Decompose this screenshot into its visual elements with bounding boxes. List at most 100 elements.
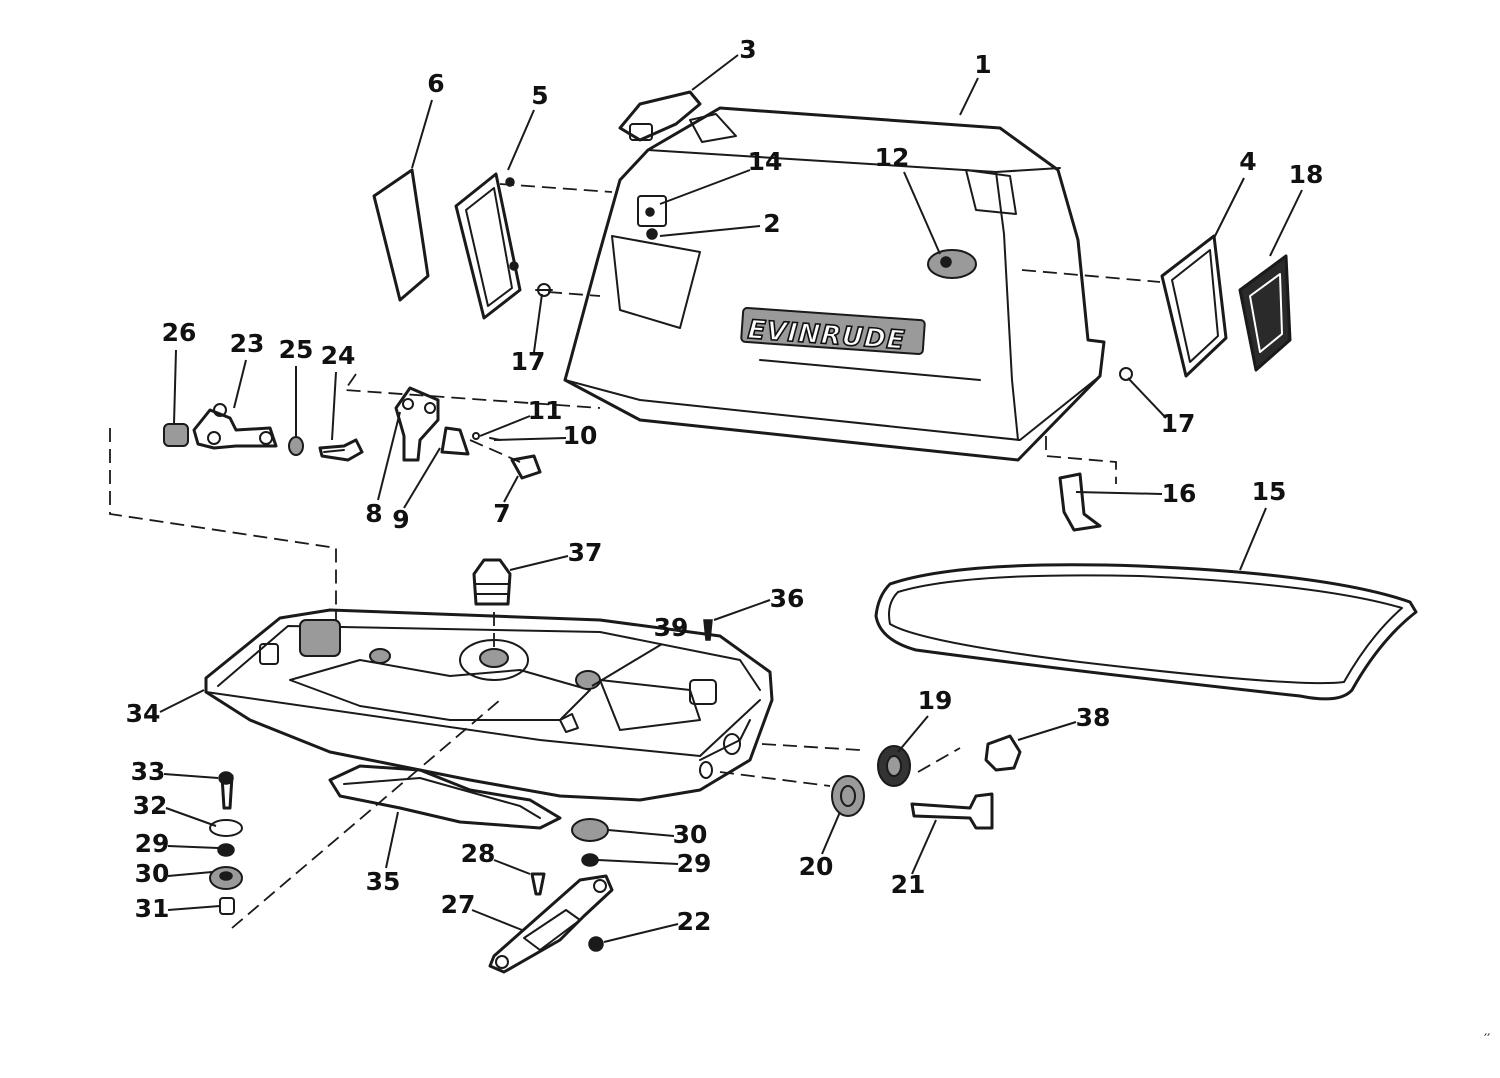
callout-leader-c3 <box>691 54 739 91</box>
callout-leader-c6 <box>411 99 433 169</box>
callout-leader-c14 <box>659 169 751 205</box>
callout-leader-c4 <box>1213 177 1245 239</box>
pan-hardware-top <box>472 558 713 641</box>
right-side-panels <box>1160 234 1292 378</box>
side-panel-18 <box>1238 254 1292 372</box>
callout-leader-c18 <box>1269 189 1303 257</box>
callout-leader-c7 <box>503 475 519 503</box>
callout-leader-c24 <box>331 371 337 441</box>
bushing-38 <box>984 734 1022 772</box>
callout-leader-c16 <box>1075 491 1163 495</box>
callout-leader-c29a <box>167 845 219 849</box>
callout-leader-c39 <box>591 643 663 687</box>
callout-leader-c1 <box>959 77 979 116</box>
callout-label-c3: 3 <box>739 35 756 64</box>
callout-label-c14: 14 <box>748 147 783 176</box>
callout-label-c26: 26 <box>162 318 197 347</box>
callout-leader-c34 <box>159 689 205 713</box>
callout-label-c22: 22 <box>677 907 712 936</box>
callout-label-c38: 38 <box>1076 703 1111 732</box>
callout-label-c35: 35 <box>366 867 401 896</box>
bracket-16 <box>1058 472 1102 532</box>
callout-label-c9: 9 <box>392 505 409 534</box>
callout-label-c15: 15 <box>1252 477 1287 506</box>
callout-label-c11: 11 <box>528 396 563 425</box>
bracket-27-assembly <box>488 818 614 974</box>
callout-leader-c17a <box>533 293 543 353</box>
washer-25 <box>288 436 304 456</box>
callout-leader-c27 <box>471 909 523 931</box>
callout-leader-c30a <box>167 871 213 877</box>
callout-label-c24: 24 <box>321 341 356 370</box>
callout-leader-c21 <box>911 819 937 875</box>
callout-leader-c32 <box>165 807 217 827</box>
callout-label-c10: 10 <box>563 421 598 450</box>
callout-label-c17a: 17 <box>511 347 546 376</box>
sleeve-31 <box>219 897 235 915</box>
callout-label-c5: 5 <box>531 81 548 110</box>
callout-leader-c9 <box>403 447 441 509</box>
callout-label-c31: 31 <box>135 894 170 923</box>
motor-cover: EVINRUDE <box>563 106 1106 462</box>
side-frame-5 <box>454 172 522 320</box>
screw-36 <box>703 619 713 641</box>
callout-label-c17b: 17 <box>1161 409 1196 438</box>
callout-leader-c8 <box>377 411 401 501</box>
mount-stack-left <box>209 771 243 915</box>
callout-leader-c15 <box>1239 507 1267 571</box>
callout-label-c25: 25 <box>279 335 314 364</box>
side-frame-4 <box>1160 234 1228 378</box>
callout-leader-c11 <box>479 415 531 437</box>
callout-label-c16: 16 <box>1162 479 1197 508</box>
bolt-24 <box>318 438 364 462</box>
callout-leader-c28 <box>493 859 531 875</box>
callout-leader-c12 <box>903 171 941 255</box>
latch-lever-23 <box>192 408 278 450</box>
callout-label-c32: 32 <box>133 791 168 820</box>
callout-leader-c38 <box>1017 721 1077 741</box>
pan-gasket-35 <box>328 764 562 830</box>
washer-32 <box>209 819 243 837</box>
latch-plate-8 <box>394 386 440 462</box>
fitting-21 <box>910 792 994 830</box>
pan-fittings-right <box>831 734 1022 830</box>
callout-label-c21: 21 <box>891 870 926 899</box>
callout-leader-c2 <box>659 225 761 237</box>
callout-label-c6: 6 <box>427 69 444 98</box>
callout-label-c4: 4 <box>1239 147 1256 176</box>
callout-label-c29a: 29 <box>135 829 170 858</box>
cover-screws <box>535 228 1133 381</box>
side-panel-6 <box>372 168 430 302</box>
callout-leader-c36 <box>713 599 771 621</box>
grommet-37 <box>472 558 512 606</box>
callout-label-c34: 34 <box>126 699 161 728</box>
callout-label-c36: 36 <box>770 584 805 613</box>
callout-leader-c33 <box>163 773 219 779</box>
callout-leader-c37 <box>509 555 569 571</box>
bracket-9 <box>440 426 470 456</box>
left-side-panels <box>372 168 522 320</box>
bushing-7 <box>510 454 542 480</box>
grommet-20 <box>831 775 865 817</box>
callout-label-c30a: 30 <box>135 859 170 888</box>
callout-label-c1: 1 <box>974 50 991 79</box>
callout-label-c19: 19 <box>918 686 953 715</box>
assembly-dashed-lines <box>109 183 1161 929</box>
callout-leader-c17b <box>1127 377 1167 419</box>
lower-pan-34 <box>204 608 774 802</box>
callout-label-c23: 23 <box>230 329 265 358</box>
callout-label-c2: 2 <box>763 209 780 238</box>
callout-leader-c26 <box>173 349 177 425</box>
callout-label-c39: 39 <box>654 613 689 642</box>
spring-11 <box>472 432 480 440</box>
callout-label-c20: 20 <box>799 852 834 881</box>
washer-29b <box>581 853 599 867</box>
callout-leader-c23 <box>233 359 247 409</box>
latch-hardware <box>163 386 542 480</box>
callout-leader-c31 <box>167 905 221 911</box>
knob-26 <box>163 423 189 447</box>
callout-label-c18: 18 <box>1289 160 1324 189</box>
screw-28 <box>530 872 546 896</box>
